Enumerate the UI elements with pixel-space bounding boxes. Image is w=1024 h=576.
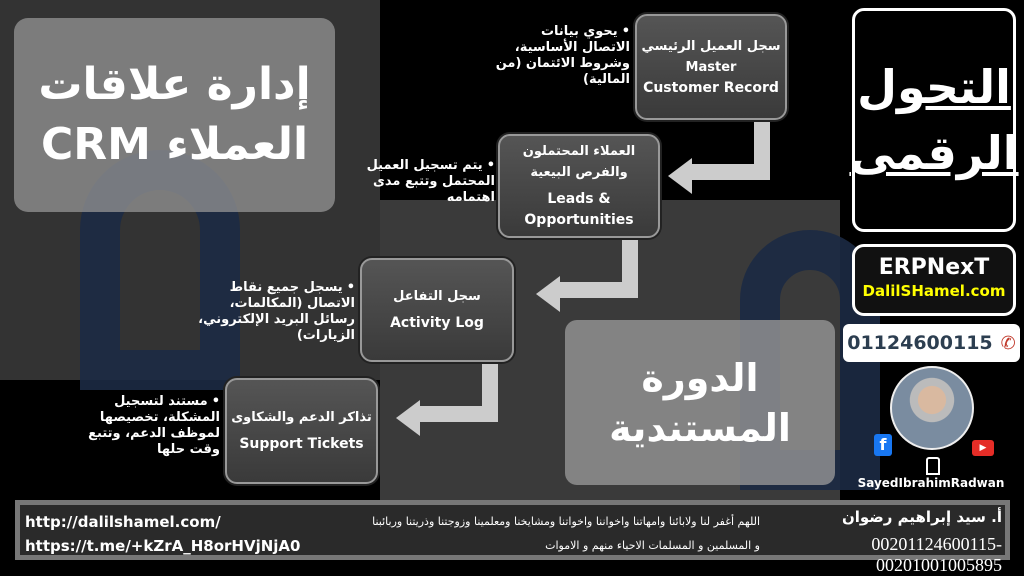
node-ar: سجل التفاعل (393, 289, 481, 304)
avatar (890, 366, 974, 450)
footer-links: http://dalilshamel.com/ https://t.me/+kZ… (25, 510, 300, 558)
node-description: يحوي بيانات الاتصال الأساسية، وشروط الائ… (490, 24, 630, 88)
node-leads: العملاء المحتملون والفرص البيعية Leads &… (498, 134, 660, 238)
flow-arrow (420, 364, 498, 422)
author-name: أ. سيد إبراهيم رضوان (841, 508, 1002, 526)
digital-line: التحول (857, 60, 1011, 114)
youtube-icon[interactable]: ▶ (972, 440, 994, 456)
node-support-tickets: تذاكر الدعم والشكاوى Support Tickets (225, 378, 378, 484)
cycle-line: الدورة (641, 355, 759, 400)
dua-line: اللهم أغفر لنا ولابائنا وامهاتنا واخوانن… (372, 515, 760, 528)
flow-arrow (560, 240, 638, 298)
arrow-head (396, 400, 420, 436)
website-link[interactable]: http://dalilshamel.com/ (25, 513, 221, 531)
node-en: Leads & Opportunities (524, 191, 634, 228)
phone-icon: ✆ (1000, 332, 1016, 354)
title-line: إدارة علاقات (38, 59, 311, 110)
node-en: Customer Record (643, 79, 779, 96)
arrow-head (668, 158, 692, 194)
digital-line: الرقمى (849, 126, 1019, 180)
erpnext-title: ERPNexT (878, 255, 990, 280)
node-ar: سجل العميل الرئيسي Master (641, 38, 781, 75)
arrow-head (536, 276, 560, 312)
profile-handle: SayedIbrahimRadwan (857, 476, 1005, 490)
node-description: مستند لتسجيل المشكلة، تخصيصها لموظف الدع… (75, 394, 220, 458)
phone-box: 01124600115 ✆ (843, 324, 1020, 362)
site-link[interactable]: DalilSHamel.com (862, 282, 1006, 300)
digital-transformation-box: التحول الرقمى (849, 8, 1019, 232)
document-cycle-box: الدورة المستندية (565, 320, 835, 485)
facebook-icon[interactable]: f (874, 434, 892, 456)
node-activity-log: سجل التفاعل Activity Log (360, 258, 514, 362)
node-ar: العملاء المحتملون والفرص البيعية (522, 144, 636, 180)
contact-numbers: 00201124600115- 00201001005895 (871, 534, 1002, 575)
telegram-link[interactable]: https://t.me/+kZrA_H8orHVjNjA0 (25, 537, 301, 555)
node-en: Activity Log (390, 315, 484, 331)
phone-number: 01124600115 (847, 332, 993, 354)
crm-title-box: إدارة علاقات العملاء CRM (14, 18, 335, 212)
node-en: Support Tickets (239, 436, 364, 452)
building-icon (926, 457, 940, 475)
dua-text: اللهم أغفر لنا ولابائنا وامهاتنا واخوانن… (350, 510, 760, 558)
node-description: يسجل جميع نقاط الاتصال (المكالمات، رسائل… (190, 280, 355, 344)
dua-line: و المسلمين و المسلمات الاحياء منهم و الا… (545, 539, 760, 552)
flow-arrow (690, 122, 770, 180)
title-line: العملاء CRM (40, 119, 309, 170)
erpnext-box: ERPNexT DalilSHamel.com (852, 244, 1016, 316)
node-ar: تذاكر الدعم والشكاوى (231, 410, 372, 425)
cycle-line: المستندية (609, 405, 791, 450)
node-description: يتم تسجيل العميل المحتمل وتتبع مدى اهتما… (350, 158, 495, 206)
footer-bar (15, 500, 1010, 560)
node-customer-record: سجل العميل الرئيسي Master Customer Recor… (635, 14, 787, 120)
